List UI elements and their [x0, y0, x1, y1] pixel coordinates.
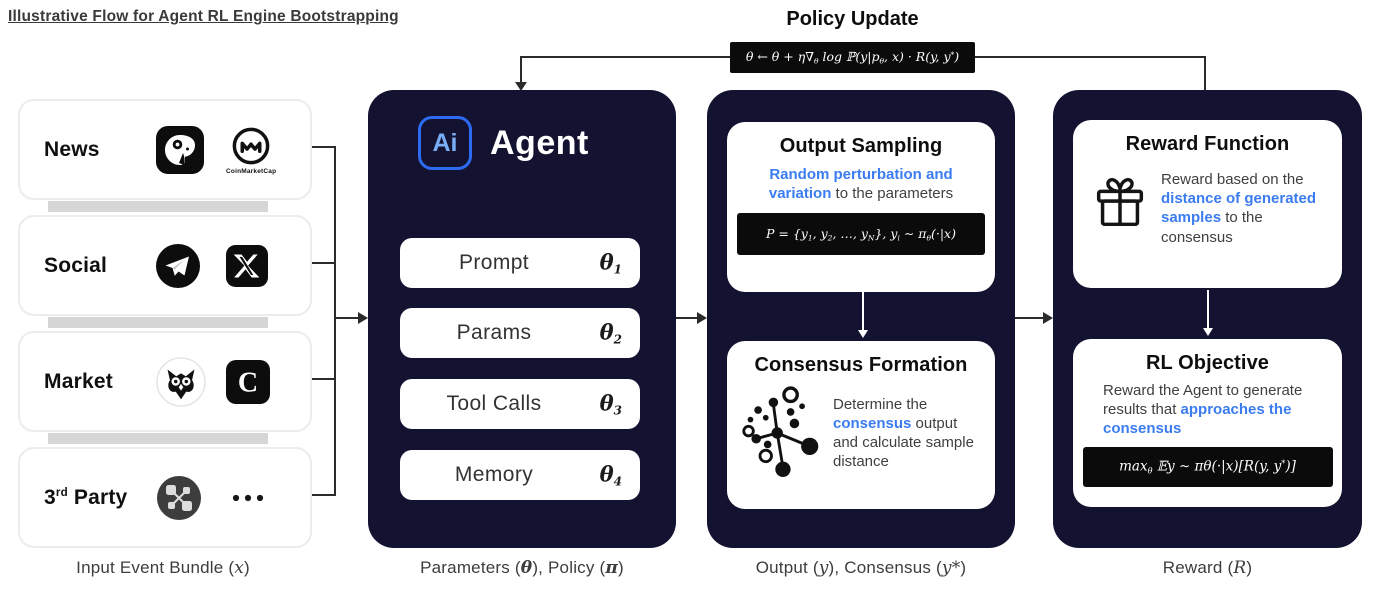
input-card-label: Market — [44, 369, 113, 393]
connector-line — [334, 317, 358, 319]
telegram-icon — [156, 243, 200, 288]
flow-arrowhead-icon — [1203, 328, 1213, 336]
connector-line — [1015, 317, 1043, 319]
input-card-social: Social — [18, 215, 312, 316]
input-card-market: Market C — [18, 331, 312, 432]
input-card-label: 3rd Party — [44, 485, 128, 509]
flow-arrow-line — [1207, 290, 1209, 330]
bird-news-icon — [156, 125, 204, 174]
connector-line — [306, 378, 336, 380]
connector-line — [520, 56, 522, 84]
sampling-formula-box: P = {y1, y2, …, yN}, yi ∼ πθ(·|x) — [737, 213, 985, 256]
connector-line — [521, 56, 730, 58]
card-shadow — [48, 317, 268, 328]
consensus-formation-card: Consensus Formation — [727, 341, 995, 509]
caption-parameters-policy: Parameters (θ), Policy (π) — [420, 558, 624, 578]
consensus-formation-desc: Determine the consensus output and calcu… — [833, 395, 974, 471]
card-shadow — [48, 433, 268, 444]
caption-output-consensus: Output (y), Consensus (y*) — [755, 558, 967, 578]
rl-objective-formula: maxθ 𝔼y ∼ πθ(·|x)[R(y, y*)] — [1119, 457, 1296, 476]
owl-icon — [156, 356, 206, 407]
gift-icon — [1089, 170, 1151, 236]
connector-line — [676, 317, 697, 319]
theta-symbol: θ2 — [599, 319, 622, 347]
theta-symbol: θ3 — [599, 390, 622, 418]
output-sampling-desc: Random perturbation and variation to the… — [768, 166, 954, 203]
c-letter-icon: C — [226, 359, 270, 404]
arrowhead-icon — [358, 312, 368, 324]
rl-objective-desc: Reward the Agent to generate results tha… — [1103, 382, 1303, 438]
input-card-third-party: 3rd Party — [18, 447, 312, 548]
agent-row-params: Params θ2 — [400, 308, 640, 358]
output-sampling-title: Output Sampling — [779, 135, 943, 157]
input-card-news: News CoinMarketCap — [18, 99, 312, 200]
connector-line — [306, 146, 336, 148]
caption-input-bundle: Input Event Bundle (x) — [76, 558, 250, 578]
agent-row-tool-calls: Tool Calls θ3 — [400, 379, 640, 429]
sampling-formula: P = {y1, y2, …, yN}, yi ∼ πθ(·|x) — [766, 226, 956, 243]
reward-panel: Reward Function Reward based on the dist… — [1053, 90, 1362, 548]
agent-row-memory: Memory θ4 — [400, 450, 640, 500]
input-card-label: Social — [44, 253, 108, 277]
reward-function-desc: Reward based on the distance of generate… — [1161, 171, 1317, 246]
reward-function-card: Reward Function Reward based on the dist… — [1073, 120, 1342, 288]
connector-line — [334, 146, 336, 496]
arrowhead-icon — [1043, 312, 1053, 324]
policy-update-formula-box: θ ← θ + η∇θ log ℙ(y|pθ, x) · R(y, y*) — [730, 42, 975, 73]
policy-update-label: Policy Update — [786, 8, 919, 30]
flow-arrowhead-icon — [858, 330, 868, 338]
rl-objective-formula-box: maxθ 𝔼y ∼ πθ(·|x)[R(y, y*)] — [1082, 446, 1333, 487]
arrowhead-icon — [515, 82, 527, 91]
rl-objective-title: RL Objective — [1145, 352, 1270, 374]
output-sampling-card: Output Sampling Random perturbation and … — [727, 122, 995, 292]
flow-arrow-line — [862, 292, 864, 332]
cluster-network-icon — [739, 383, 825, 483]
agent-panel: Ai Agent Prompt θ1 Params θ2 Tool Calls … — [368, 90, 676, 548]
connector-line — [975, 56, 1206, 58]
coinmarketcap-icon: CoinMarketCap — [226, 125, 276, 175]
coinmarketcap-label: CoinMarketCap — [226, 167, 277, 175]
card-shadow — [48, 201, 268, 212]
svg-text:C: C — [238, 367, 258, 398]
agent-header: Ai Agent — [418, 116, 589, 170]
theta-symbol: θ4 — [599, 461, 622, 489]
connector-line — [306, 262, 336, 264]
more-sources-ellipsis — [226, 476, 270, 520]
diagram-title: Illustrative Flow for Agent RL Engine Bo… — [8, 8, 399, 25]
connector-line — [306, 494, 336, 496]
sampling-panel: Output Sampling Random perturbation and … — [707, 90, 1015, 548]
connector-line — [1204, 56, 1206, 91]
consensus-formation-title: Consensus Formation — [754, 354, 968, 376]
rl-objective-card: RL Objective Reward the Agent to generat… — [1073, 339, 1342, 507]
policy-update-formula: θ ← θ + η∇θ log ℙ(y|pθ, x) · R(y, y*) — [745, 49, 960, 66]
x-twitter-icon — [226, 244, 268, 287]
integrations-hub-icon — [156, 475, 202, 521]
input-card-label: News — [44, 137, 100, 161]
agent-row-prompt: Prompt θ1 — [400, 238, 640, 288]
arrowhead-icon — [697, 312, 707, 324]
ai-badge-icon: Ai — [418, 116, 472, 170]
caption-reward: Reward (R) — [1162, 558, 1253, 578]
reward-function-title: Reward Function — [1125, 133, 1290, 155]
agent-title: Agent — [490, 123, 589, 162]
theta-symbol: θ1 — [599, 249, 622, 277]
